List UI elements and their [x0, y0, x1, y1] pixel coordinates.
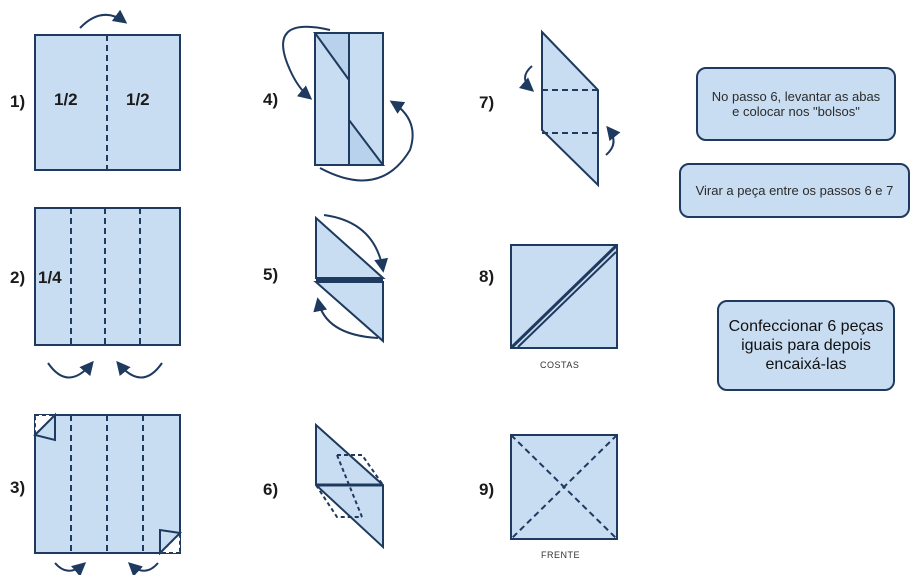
note-make-six-pieces: Confeccionar 6 peças iguais para depois … [717, 300, 895, 391]
step7-parallelogram [518, 29, 621, 188]
step3-square [33, 412, 183, 575]
step-label-9: 9) [479, 480, 495, 499]
step-label-1: 1) [10, 92, 26, 111]
note-step6-instruction: No passo 6, levantar as abas e colocar n… [696, 67, 896, 141]
step6-parallelogram [315, 422, 384, 550]
fold-label-quarter: 1/4 [38, 268, 62, 287]
caption-back: COSTAS [540, 360, 580, 370]
note3-text: Confeccionar 6 peças iguais para depois … [728, 318, 884, 373]
step5-triangles [313, 214, 389, 344]
step1-square [34, 9, 181, 171]
fold-label-half-right: 1/2 [126, 90, 150, 109]
step8-square-back [510, 244, 618, 349]
step4-strip [282, 25, 414, 182]
step-label-2: 2) [10, 268, 26, 287]
note2-text: Virar a peça entre os passos 6 e 7 [695, 183, 894, 198]
step-label-7: 7) [479, 93, 495, 112]
step-label-6: 6) [263, 480, 279, 499]
note-flip-instruction: Virar a peça entre os passos 6 e 7 [679, 163, 910, 218]
step-label-8: 8) [479, 267, 495, 286]
note1-text: No passo 6, levantar as abas e colocar n… [711, 89, 881, 119]
step2-square [34, 207, 181, 379]
step-label-5: 5) [263, 265, 279, 284]
step-label-3: 3) [10, 478, 26, 497]
caption-front: FRENTE [541, 550, 580, 560]
fold-label-half-left: 1/2 [54, 90, 78, 109]
step9-square-front [510, 434, 618, 540]
step-label-4: 4) [263, 90, 279, 109]
